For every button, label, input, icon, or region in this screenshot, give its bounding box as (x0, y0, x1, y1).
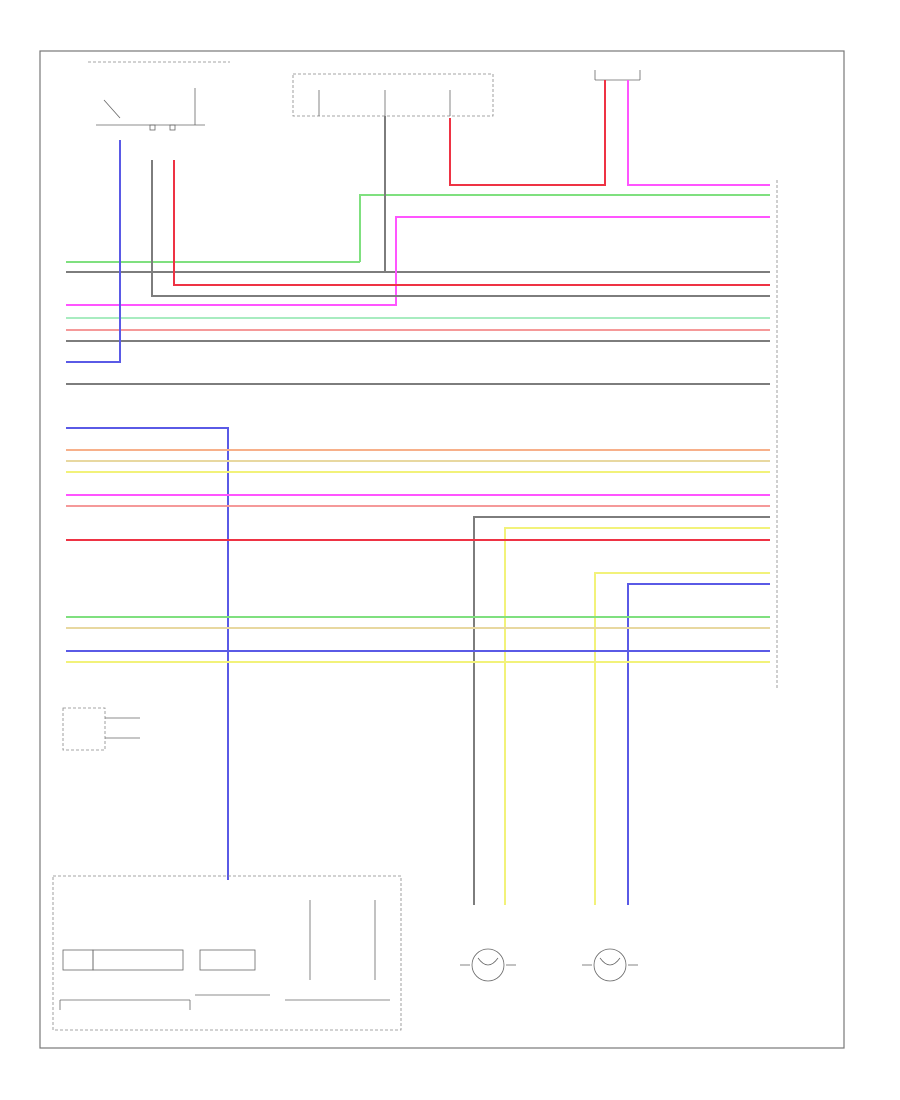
wire-gray (151, 160, 770, 297)
wire-blue (66, 140, 121, 363)
wire-pink (66, 216, 770, 306)
top-right-connector (594, 70, 641, 81)
wire-red (449, 80, 606, 186)
left-wheel-speed-sensor (460, 948, 516, 982)
wire-yellow (594, 572, 770, 905)
top-switch-group (88, 61, 230, 131)
wire-green (359, 194, 770, 262)
wire-gray (473, 516, 770, 905)
wire-blue (627, 583, 770, 905)
right-wheel-speed-sensor (582, 948, 638, 982)
diagram-frame (39, 50, 845, 1049)
wire-pink (627, 80, 770, 186)
wire-red (173, 160, 770, 286)
top-relay-box (292, 73, 494, 117)
wire-yellow (504, 527, 770, 905)
wire-blue (66, 427, 229, 880)
wires (66, 80, 770, 905)
bottom-ecu-box (52, 875, 402, 1031)
left-sensor-block (62, 707, 140, 751)
